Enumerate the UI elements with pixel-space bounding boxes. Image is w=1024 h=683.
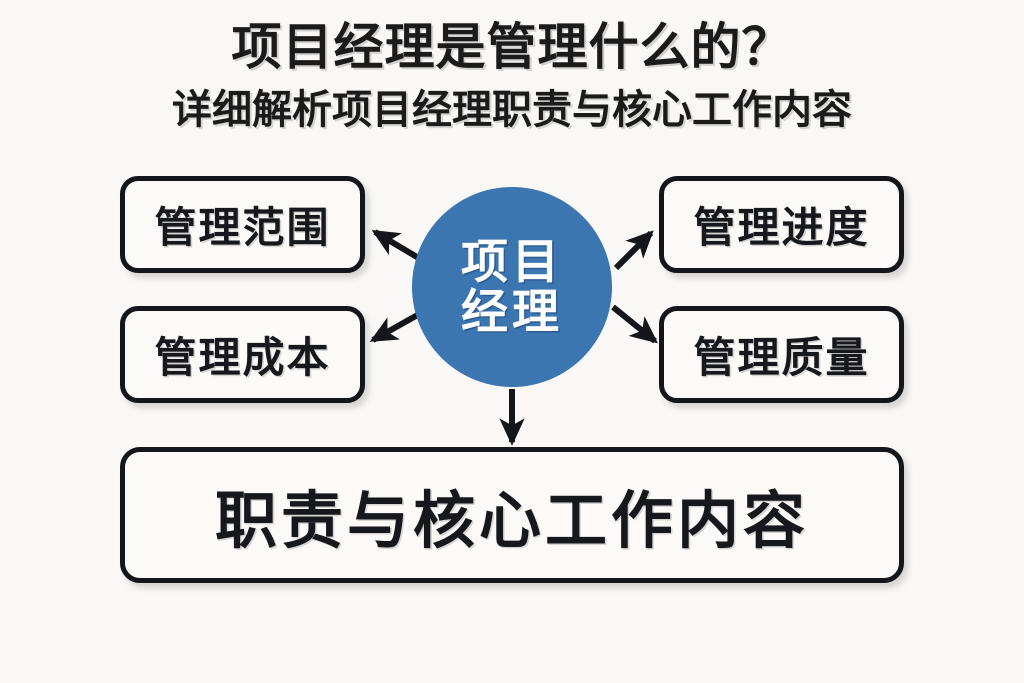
page-subtitle: 详细解析项目经理职责与核心工作内容 — [172, 88, 852, 132]
node-scope[interactable]: 管理范围 — [120, 176, 365, 273]
arrow-to-quality — [611, 304, 659, 344]
node-scope-label: 管理范围 — [154, 204, 331, 251]
node-schedule-label: 管理进度 — [693, 204, 870, 251]
node-outcome[interactable]: 职责与核心工作内容 — [120, 447, 904, 583]
hub-label-line1: 项目 — [461, 235, 563, 289]
page-title: 项目经理是管理什么的？ — [231, 19, 793, 75]
hub-label-line2: 经理 — [461, 285, 563, 338]
arrow-to-schedule — [613, 230, 654, 271]
node-schedule[interactable]: 管理进度 — [659, 176, 904, 273]
node-quality-label: 管理质量 — [693, 334, 870, 381]
node-cost-label: 管理成本 — [154, 334, 331, 381]
node-quality[interactable]: 管理质量 — [659, 306, 904, 403]
hub-circle[interactable]: 项目 经理 — [412, 187, 612, 387]
node-cost[interactable]: 管理成本 — [120, 306, 365, 403]
node-outcome-label: 职责与核心工作内容 — [214, 487, 809, 556]
